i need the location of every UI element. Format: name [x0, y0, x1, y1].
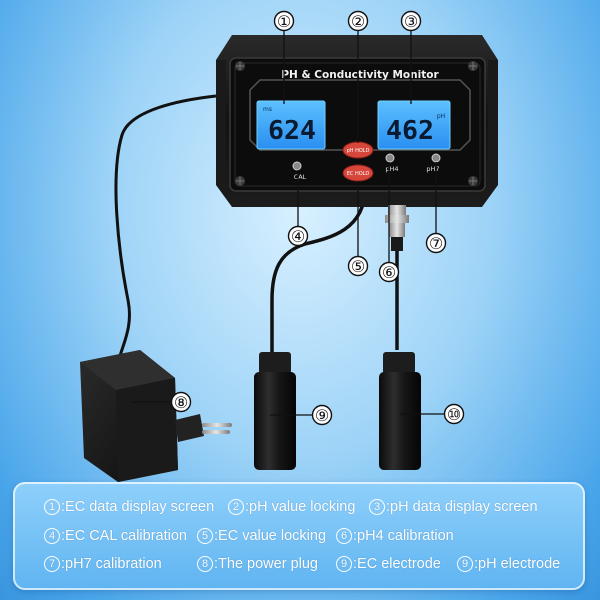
legend-number: 7: [44, 556, 60, 572]
legend-text: :pH value locking: [245, 499, 356, 515]
ec-hold-label: EC HOLD: [347, 171, 370, 177]
ec-electrode: [254, 352, 296, 470]
legend-item-9: 9:EC electrode: [336, 552, 441, 576]
ph-unit-label: pH: [437, 113, 445, 120]
ph-hold-button[interactable]: pH HOLD: [342, 141, 374, 159]
legend-text: :pH electrode: [474, 556, 561, 572]
brand-label: PH & Conductivity Monitor: [281, 69, 439, 81]
svg-text:①: ①: [277, 12, 291, 31]
svg-text:⑦: ⑦: [429, 234, 443, 253]
legend-row-2: 4:EC CAL calibration 5:EC value locking …: [13, 524, 585, 548]
svg-text:③: ③: [404, 12, 418, 31]
callout-1: ①: [273, 10, 295, 32]
legend-text: :pH7 calibration: [61, 556, 162, 572]
legend-item-7: 7:pH7 calibration: [44, 552, 162, 576]
legend-panel: 1:EC data display screen 2:pH value lock…: [13, 482, 585, 590]
legend-text: :The power plug: [214, 556, 318, 572]
callout-2: ②: [347, 10, 369, 32]
ph-hold-label: pH HOLD: [347, 148, 370, 154]
legend-number: 4: [44, 528, 60, 544]
legend-item-4: 4:EC CAL calibration: [44, 524, 187, 548]
ph4-calibration-port[interactable]: pH4: [385, 153, 399, 173]
callout-6: ⑥: [378, 261, 400, 283]
legend-item-1: 1:EC data display screen: [44, 495, 214, 519]
legend-number: 8: [197, 556, 213, 572]
ec-electrode-cable: [270, 187, 367, 352]
ec-display-screen: ms 624: [256, 100, 326, 150]
screw-top-left: [235, 61, 245, 71]
cal-label: CAL: [294, 173, 307, 181]
power-cable: [114, 94, 217, 366]
svg-text:⑥: ⑥: [382, 263, 396, 282]
legend-item-6: 6:pH4 calibration: [336, 524, 454, 548]
legend-text: :pH4 calibration: [353, 528, 454, 544]
callout-3: ③: [400, 10, 422, 32]
callout-4: ④: [287, 225, 309, 247]
ec-display-value: 624: [268, 116, 316, 146]
screw-top-right: [468, 61, 478, 71]
legend-number: 9: [457, 556, 473, 572]
ph-electrode: [379, 352, 421, 470]
bnc-connector: [385, 205, 409, 251]
ph-display-value: 462: [386, 116, 434, 146]
legend-number: 9: [336, 556, 352, 572]
ph7-label: pH7: [426, 165, 439, 173]
svg-text:④: ④: [291, 227, 305, 246]
legend-number: 2: [228, 499, 244, 515]
legend-item-2: 2:pH value locking: [228, 495, 355, 519]
legend-item-5: 5:EC value locking: [197, 524, 326, 548]
legend-item-3: 3:pH data display screen: [369, 495, 538, 519]
ec-hold-button[interactable]: EC HOLD: [342, 164, 374, 182]
legend-text: :EC electrode: [353, 556, 441, 572]
legend-number: 6: [336, 528, 352, 544]
legend-text: :EC value locking: [214, 528, 327, 544]
screw-bottom-left: [235, 176, 245, 186]
svg-text:②: ②: [351, 12, 365, 31]
screw-bottom-right: [468, 176, 478, 186]
callout-10: ⑩: [443, 403, 465, 425]
legend-row-3: 7:pH7 calibration 8:The power plug 9:EC …: [13, 552, 585, 576]
svg-text:⑨: ⑨: [315, 406, 329, 425]
ph4-label: pH4: [385, 165, 398, 173]
callout-8: ⑧: [170, 391, 192, 413]
legend-text: :EC CAL calibration: [61, 528, 187, 544]
callout-7: ⑦: [425, 232, 447, 254]
ph-display-screen: pH 462: [377, 100, 451, 150]
legend-number: 5: [197, 528, 213, 544]
legend-row-1: 1:EC data display screen 2:pH value lock…: [13, 495, 585, 519]
legend-item-8: 8:The power plug: [197, 552, 318, 576]
legend-item-10: 9:pH electrode: [457, 552, 560, 576]
callout-9: ⑨: [311, 404, 333, 426]
callout-lines: [132, 30, 444, 416]
cal-calibration-port[interactable]: CAL: [292, 161, 307, 181]
callout-5: ⑤: [347, 255, 369, 277]
legend-number: 3: [369, 499, 385, 515]
svg-text:⑤: ⑤: [351, 257, 365, 276]
ec-unit-label: ms: [263, 106, 272, 113]
legend-number: 1: [44, 499, 60, 515]
svg-text:⑩: ⑩: [447, 405, 461, 424]
power-adapter: [80, 350, 232, 482]
legend-text: :EC data display screen: [61, 499, 215, 515]
svg-text:⑧: ⑧: [174, 393, 188, 412]
legend-text: :pH data display screen: [386, 499, 538, 515]
